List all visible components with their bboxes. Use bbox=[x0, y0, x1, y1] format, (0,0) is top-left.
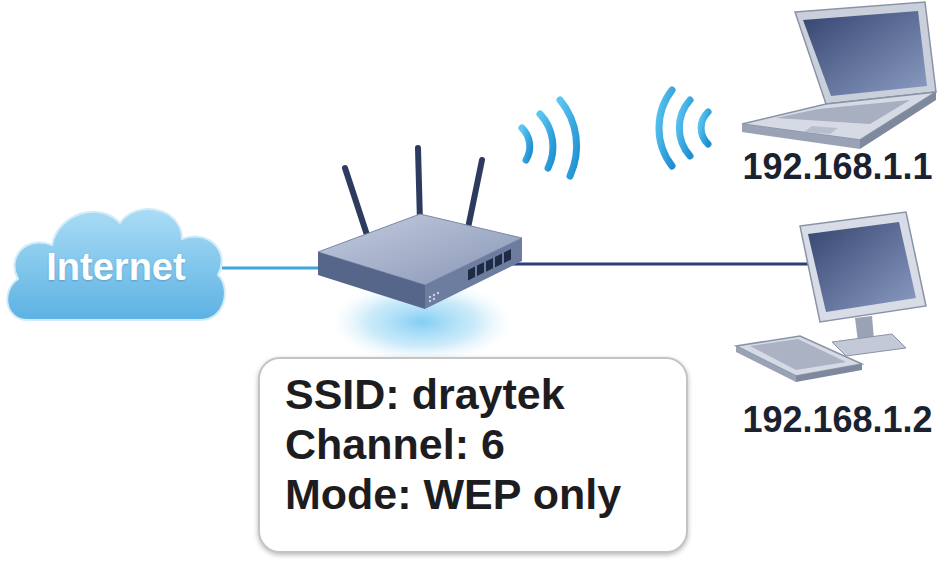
router-symbol bbox=[318, 214, 522, 309]
ip-address-label: 192.168.1.1 bbox=[733, 147, 942, 187]
laptop-symbol bbox=[742, 2, 936, 149]
lan-wire bbox=[500, 263, 810, 266]
cloud-label: Internet bbox=[46, 245, 185, 289]
wifi-waves bbox=[522, 90, 708, 176]
setting-text: Channel: 6 bbox=[285, 419, 686, 469]
setting-text: Mode: WEP only bbox=[285, 469, 686, 519]
setting-text: SSID: draytek bbox=[285, 369, 686, 419]
desktop-pc-symbol bbox=[736, 212, 926, 382]
ip-address-label: 192.168.1.2 bbox=[733, 400, 942, 440]
internet-cloud: Internet bbox=[0, 195, 232, 332]
settings-box: SSID: draytekChannel: 6Mode: WEP only bbox=[258, 357, 688, 553]
cloud-shape bbox=[7, 209, 225, 320]
